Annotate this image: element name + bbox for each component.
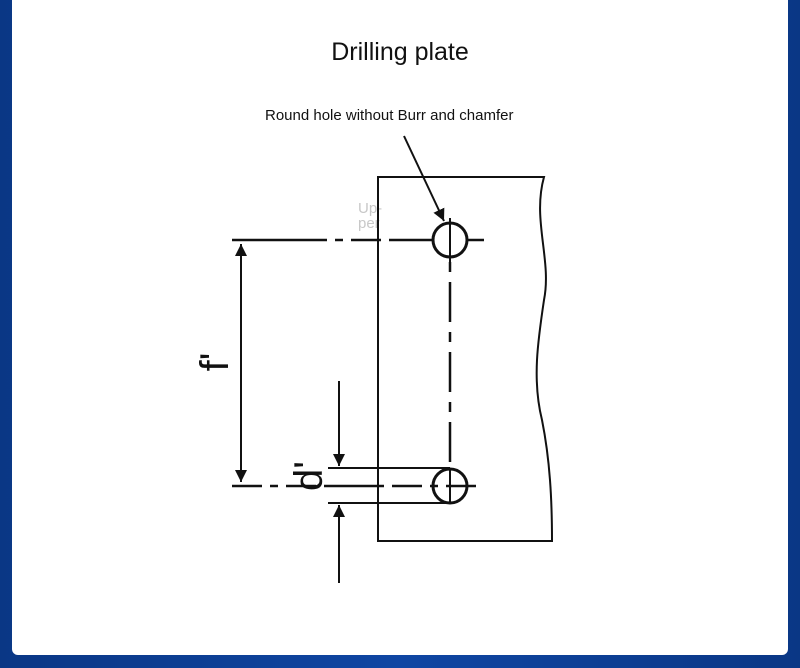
- page-title: Drilling plate: [331, 38, 469, 66]
- f-dimension-label: f': [193, 353, 237, 372]
- callout-leader: [403, 135, 445, 222]
- upper-label-line1: Up-: [358, 200, 383, 217]
- plate-outline: [377, 176, 554, 542]
- upper-label-line2: per: [358, 215, 380, 232]
- technical-drawing: f' d': [193, 135, 554, 583]
- d-dimension-label: d': [287, 461, 331, 491]
- callout-label: Round hole without Burr and chamfer: [265, 107, 514, 124]
- drawing-panel: Drilling plate Round hole without Burr a…: [12, 0, 788, 655]
- upper-label: Up- per: [358, 201, 398, 231]
